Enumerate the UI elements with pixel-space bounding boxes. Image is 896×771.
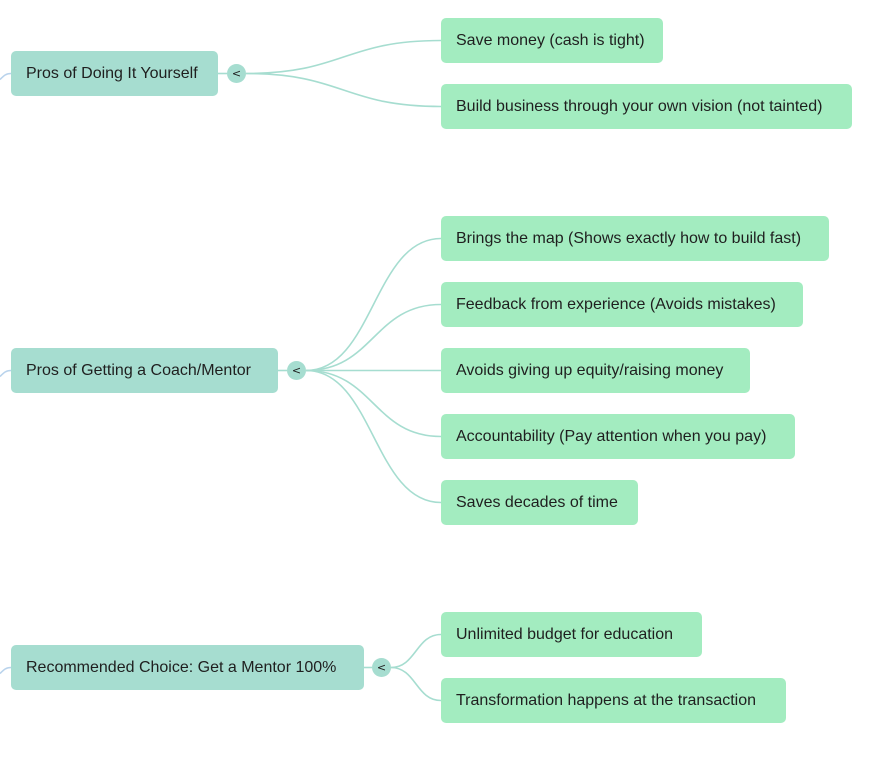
collapse-toggle-icon[interactable]: < [287,361,306,380]
child-node[interactable]: Unlimited budget for education [441,612,702,657]
connector-line [305,369,442,438]
child-label: Save money (cash is tight) [456,31,645,49]
connector-line [245,39,442,75]
child-label: Transformation happens at the transactio… [456,691,757,709]
child-label: Unlimited budget for education [456,625,674,643]
child-label: Brings the map (Shows exactly how to bui… [456,229,802,247]
branch-node-recommended-choice[interactable]: Recommended Choice: Get a Mentor 100% [11,645,364,690]
child-label: Build business through your own vision (… [456,97,823,115]
child-node[interactable]: Feedback from experience (Avoids mistake… [441,282,803,327]
child-node[interactable]: Brings the map (Shows exactly how to bui… [441,216,829,261]
connector-line [390,633,442,669]
child-node[interactable]: Accountability (Pay attention when you p… [441,414,795,459]
incoming-connector-line [0,369,12,378]
connector-line [305,237,442,372]
child-node[interactable]: Saves decades of time [441,480,638,525]
incoming-connector-line [0,666,12,675]
branch-label: Pros of Getting a Coach/Mentor [26,361,251,379]
connector-line [245,72,442,108]
branch-node-coach-mentor[interactable]: Pros of Getting a Coach/Mentor [11,348,278,393]
child-label: Accountability (Pay attention when you p… [456,427,767,445]
child-node[interactable]: Save money (cash is tight) [441,18,663,63]
child-label: Saves decades of time [456,493,618,511]
connector-line [305,303,442,372]
connector-line [305,369,442,504]
connector-line [390,666,442,702]
branch-label: Pros of Doing It Yourself [26,64,198,82]
child-label: Avoids giving up equity/raising money [456,361,724,379]
branch-label: Recommended Choice: Get a Mentor 100% [26,658,337,676]
collapse-toggle-icon[interactable]: < [372,658,391,677]
collapse-toggle-icon[interactable]: < [227,64,246,83]
child-node[interactable]: Avoids giving up equity/raising money [441,348,750,393]
child-label: Feedback from experience (Avoids mistake… [456,295,776,313]
branch-node-doing-it-yourself[interactable]: Pros of Doing It Yourself [11,51,218,96]
incoming-connector-line [0,72,12,81]
child-node[interactable]: Build business through your own vision (… [441,84,852,129]
child-node[interactable]: Transformation happens at the transactio… [441,678,786,723]
